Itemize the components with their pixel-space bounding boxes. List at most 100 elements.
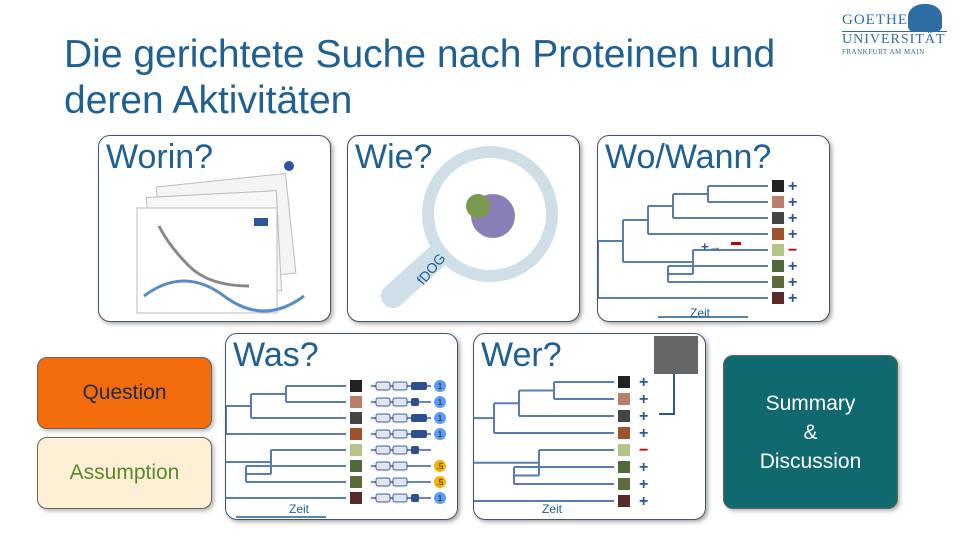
domain-box	[392, 413, 408, 423]
gain-loss-event: +→	[701, 239, 722, 254]
loss-marker	[731, 242, 741, 245]
species-thumbnail	[350, 444, 362, 456]
score-badge-label: 1	[438, 414, 443, 423]
phylogenetic-tree: ++++−+++	[474, 336, 698, 510]
magnifier-illustration	[381, 146, 558, 308]
species-thumbnail	[772, 292, 784, 304]
species-thumbnail	[772, 276, 784, 288]
score-badge	[434, 428, 446, 440]
panel-worin: Worin?	[98, 135, 331, 322]
domain-box	[375, 477, 391, 487]
phylogenetic-tree: ++++−++++→	[598, 178, 797, 318]
species-thumbnail	[618, 376, 630, 388]
species-thumbnail	[618, 393, 630, 405]
discussion-label: Discussion	[759, 449, 862, 473]
domain-box	[392, 493, 408, 503]
domain-box	[375, 429, 391, 439]
plus-sign: +	[639, 459, 648, 476]
summary-discussion-button[interactable]: Summary & Discussion	[723, 355, 898, 509]
domain-box	[411, 494, 419, 502]
score-badge-label: .5	[437, 462, 444, 471]
species-thumbnail	[772, 228, 784, 240]
plus-sign: +	[639, 476, 648, 493]
chromosome-illustration	[136, 161, 305, 314]
species-thumbnail	[618, 410, 630, 422]
species-thumbnail	[350, 492, 362, 504]
pointer-arrow	[659, 374, 675, 415]
plus-sign: +	[639, 493, 648, 510]
species-thumbnail	[772, 260, 784, 272]
species-thumbnail	[772, 196, 784, 208]
domain-box	[392, 381, 408, 391]
domain-box	[392, 429, 408, 439]
species-thumbnail	[350, 396, 362, 408]
domain-box	[375, 381, 391, 391]
time-axis-label: Zeit	[690, 306, 711, 320]
domain-box	[411, 446, 419, 454]
summary-label: Summary	[765, 391, 856, 415]
logo-line2: UNIVERSITÄT	[842, 31, 947, 47]
score-badge-label: 1	[438, 398, 443, 407]
species-thumbnail	[618, 478, 630, 490]
minus-sign: −	[788, 242, 797, 259]
panel-wo-wann: ++++−++++→ Wo/Wann? Zeit	[597, 135, 830, 322]
time-axis-label: Zeit	[289, 502, 310, 516]
species-thumbnail	[772, 244, 784, 256]
species-thumbnail	[350, 428, 362, 440]
species-thumbnail	[772, 212, 784, 224]
domain-box	[375, 493, 391, 503]
domain-box	[375, 445, 391, 455]
species-thumbnail	[618, 495, 630, 507]
plus-sign: +	[639, 425, 648, 442]
goethe-university-logo: GOETHE UNIVERSITÄT FRANKFURT AM MAIN	[842, 4, 947, 56]
panel-wer: ++++−+++ Wer? Zeit	[473, 333, 706, 520]
species-thumbnail	[350, 412, 362, 424]
score-badge-label: 1	[438, 382, 443, 391]
score-badge	[434, 380, 446, 392]
panel-heading: Was?	[233, 336, 319, 374]
score-badge-label: 1	[438, 430, 443, 439]
panel-heading: Worin?	[106, 138, 214, 176]
species-thumbnail	[618, 427, 630, 439]
domain-box	[375, 413, 391, 423]
score-badge-label: .5	[437, 478, 444, 487]
plus-sign: +	[639, 374, 648, 391]
domain-box	[411, 414, 427, 422]
logo-line3: FRANKFURT AM MAIN	[842, 48, 925, 56]
score-badge	[434, 412, 446, 424]
time-axis-label: Zeit	[542, 502, 563, 516]
question-button[interactable]: Question	[37, 357, 212, 429]
domain-box	[392, 477, 408, 487]
plus-sign: +	[639, 391, 648, 408]
goethe-portrait-icon	[908, 4, 942, 32]
assumption-button[interactable]: Assumption	[37, 437, 212, 509]
logo-line1: GOETHE	[842, 12, 908, 28]
minus-sign: −	[639, 442, 648, 459]
domain-box	[392, 397, 408, 407]
species-thumbnail	[350, 460, 362, 472]
domain-box	[411, 398, 419, 406]
plus-sign: +	[788, 290, 797, 307]
domain-box	[375, 397, 391, 407]
domain-box	[375, 461, 391, 471]
score-badge	[434, 460, 446, 472]
domain-box	[392, 461, 408, 471]
domain-box	[411, 430, 427, 438]
species-thumbnail	[618, 461, 630, 473]
species-thumbnail	[350, 380, 362, 392]
domain-box	[392, 445, 408, 455]
species-thumbnail	[618, 444, 630, 456]
domain-box	[411, 382, 427, 390]
panel-heading: Wie?	[355, 138, 433, 176]
score-badge	[434, 476, 446, 488]
plus-sign: +	[788, 194, 797, 211]
slide-title: Die gerichtete Suche nach Proteinen und …	[64, 33, 776, 122]
plus-sign: +	[788, 226, 797, 243]
panel-wie: fDOG Wie?	[347, 135, 580, 322]
plus-sign: +	[788, 210, 797, 227]
ampersand-label: &	[803, 420, 818, 444]
panel-heading: Wo/Wann?	[605, 138, 772, 176]
score-badge	[434, 396, 446, 408]
